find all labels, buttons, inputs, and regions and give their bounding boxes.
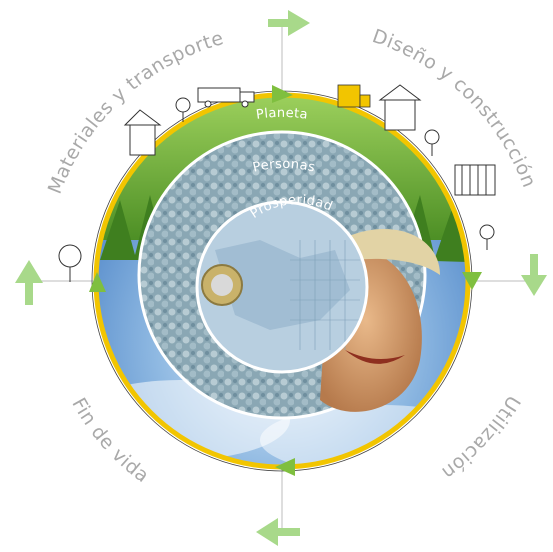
ring-arrows [89, 85, 482, 476]
scaffold-sketch [337, 84, 371, 108]
ring-arrow-top-icon [272, 85, 293, 103]
back-arrow-icon [256, 518, 300, 546]
quadrant-label-use: Utilización [437, 392, 524, 484]
down-arrow-icon [521, 254, 547, 296]
industry-sketch [58, 84, 496, 282]
forward-arrow-icon [268, 10, 310, 36]
ring-arrow-bottom-icon [275, 458, 295, 476]
ring-arrow-left-icon [89, 272, 106, 292]
ring-arrow-right-icon [462, 272, 482, 290]
outer-arrows [15, 10, 547, 546]
up-arrow-icon [15, 260, 43, 305]
ring-label-outer: Planeta [255, 106, 309, 123]
